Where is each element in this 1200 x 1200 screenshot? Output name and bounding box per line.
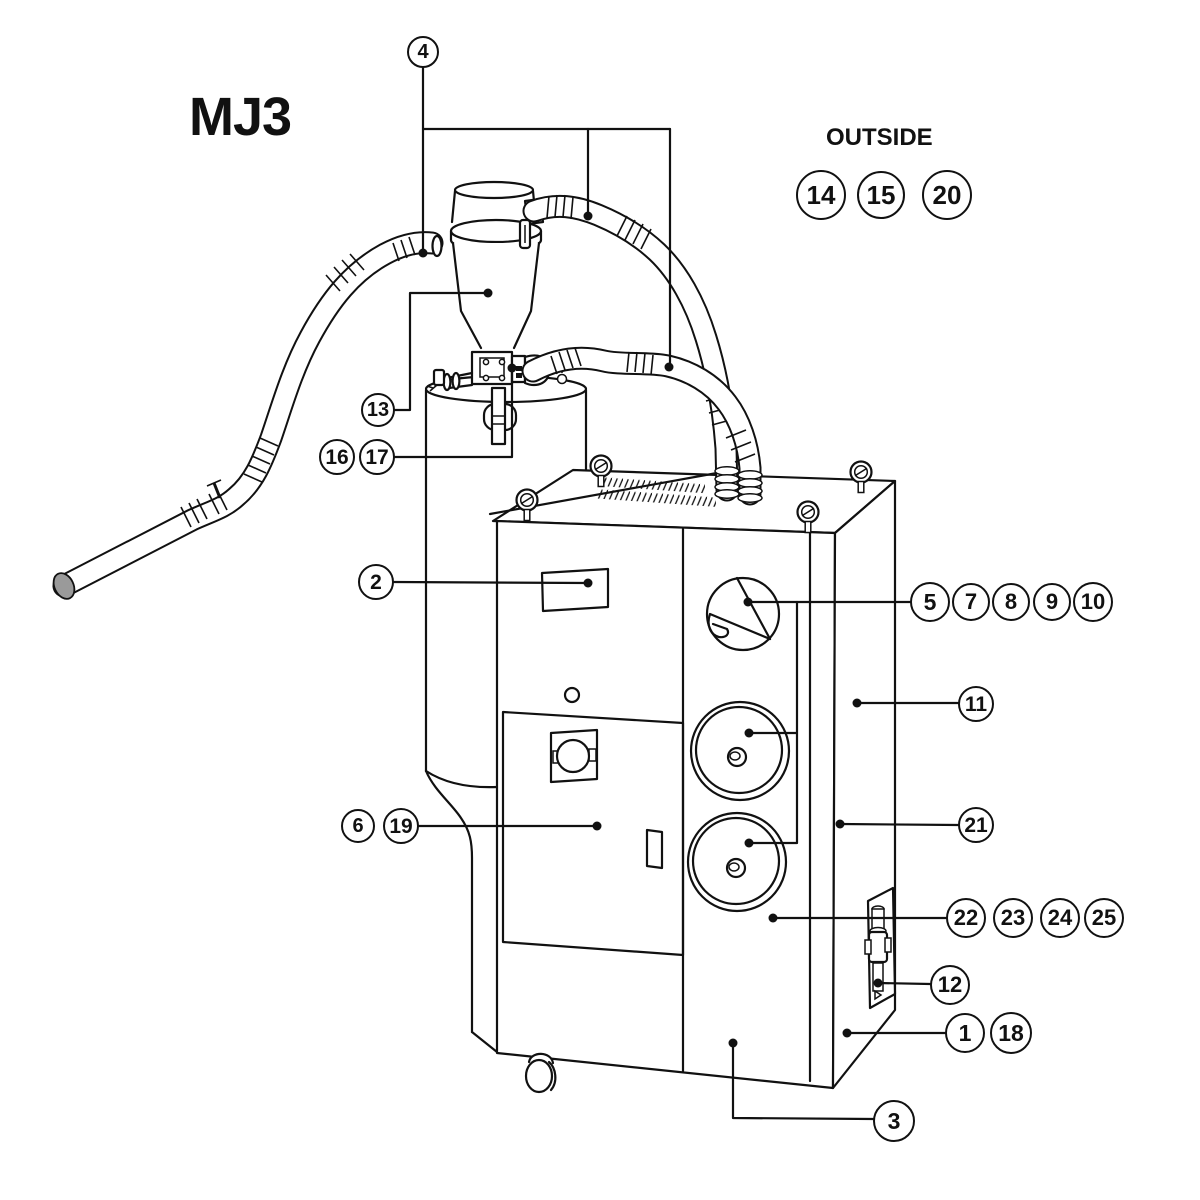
callout-21: 21 (958, 807, 994, 843)
callout-12: 12 (930, 965, 970, 1005)
callout-22: 22 (946, 898, 986, 938)
callout-6: 6 (341, 809, 375, 843)
panel-hole (563, 686, 581, 704)
main-cabinet (488, 454, 897, 1094)
callout-2: 2 (358, 564, 394, 600)
callout-18: 18 (990, 1012, 1032, 1054)
control-display (540, 567, 610, 613)
callout-4: 4 (407, 36, 439, 68)
callout-20: 20 (922, 170, 972, 220)
filter-cover-upper (689, 700, 791, 802)
hopper-latch (518, 218, 532, 250)
pipe-coupling (180, 498, 208, 528)
callout-24: 24 (1040, 898, 1080, 938)
callout-19: 19 (383, 808, 419, 844)
callout-13: 13 (361, 393, 395, 427)
callout-8: 8 (992, 583, 1030, 621)
model-title: MJ3 (189, 87, 292, 147)
pipe-tip (52, 572, 76, 600)
callout-17: 17 (359, 439, 395, 475)
hose-corrugations (243, 236, 416, 483)
hose-corrugations (550, 347, 756, 463)
callout-16: 16 (319, 439, 355, 475)
hopper-cone (451, 241, 541, 350)
callout-3: 3 (873, 1100, 915, 1142)
callout-7: 7 (952, 583, 990, 621)
callout-25: 25 (1084, 898, 1124, 938)
callout-15: 15 (857, 171, 905, 219)
outside-label: OUTSIDE (826, 124, 933, 151)
callout-5: 5 (910, 582, 950, 622)
suction-pipe-hose (52, 231, 444, 600)
caster-wheel (524, 1052, 557, 1094)
callout-11: 11 (958, 686, 994, 722)
tank-inlet-pipe (482, 386, 518, 446)
callout-23: 23 (993, 898, 1033, 938)
fan-sight-window (705, 576, 781, 652)
callout-9: 9 (1033, 583, 1071, 621)
cabinet-door (501, 710, 685, 957)
hopper-inlet-socket (431, 234, 443, 258)
drain-valve (864, 886, 897, 1010)
hose-end-rings (714, 466, 740, 499)
door-handle (645, 828, 664, 870)
hose-end-rings (737, 470, 763, 503)
callout-1: 1 (945, 1013, 985, 1053)
door-lock (549, 728, 599, 784)
callout-14: 14 (796, 170, 846, 220)
filter-cover-lower (686, 811, 788, 913)
vent-grille (597, 477, 716, 507)
hose-clamp (206, 479, 228, 515)
callout-10: 10 (1073, 582, 1113, 622)
leader-lines (392, 66, 960, 1121)
